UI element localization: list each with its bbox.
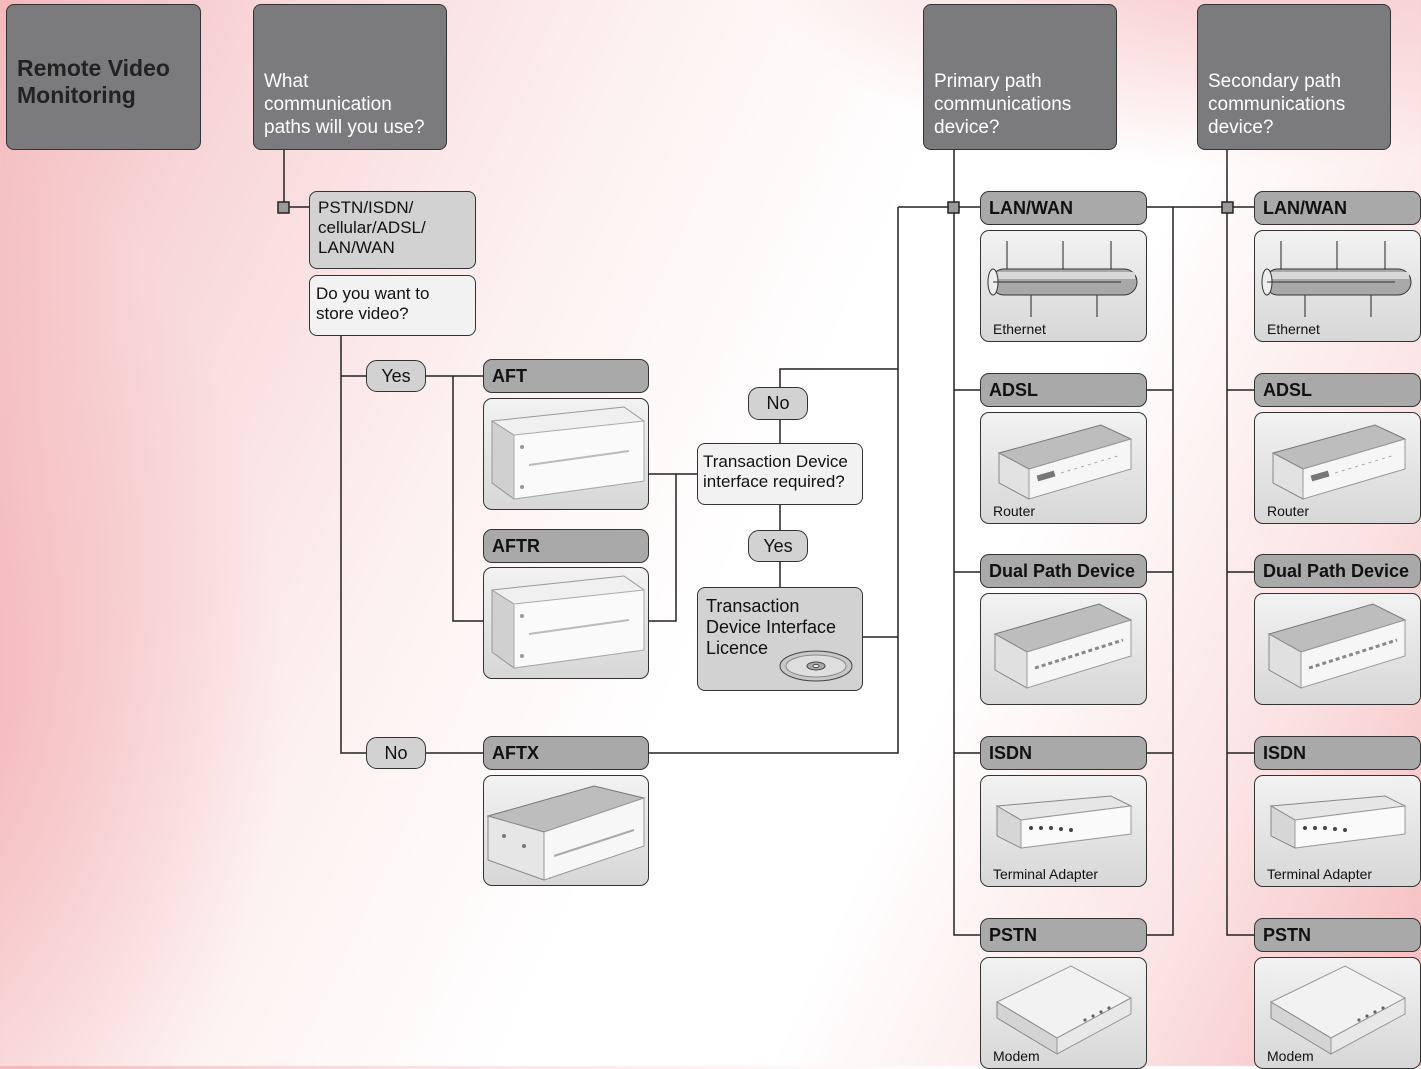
device-caption: Modem [993,1048,1040,1064]
transaction-no-text: No [766,393,790,413]
secondary-device-label-dual-path-device: Dual Path Device [1254,554,1421,588]
secondary-device-label-isdn: ISDN [1254,736,1421,770]
junction-node [1221,201,1234,214]
rack-unit-icon [491,575,645,669]
secondary-device-card-isdn: Terminal Adapter [1254,775,1421,887]
question-secondary-text: Secondary path communications device? [1208,71,1346,138]
primary-device-label-isdn: ISDN [980,736,1147,770]
secondary-device-label-pstn: PSTN [1254,918,1421,952]
secondary-device-label-adsl: ADSL [1254,373,1421,407]
secondary-device-card-adsl: Router [1254,412,1421,524]
device-label-text: ISDN [989,742,1033,763]
transaction-question-box: Transaction Device interface required? [697,443,863,505]
question-primary-box: Primary path communications device? [923,4,1117,150]
product-aftr-label: AFTR [483,529,649,563]
device-caption: Terminal Adapter [993,866,1099,882]
paths-option-text: PSTN/ISDN/ cellular/ADSL/ LAN/WAN [318,198,426,257]
primary-device-card-lan-wan: Ethernet [980,230,1147,342]
primary-device-card-dual-path-device [980,593,1147,705]
device-caption: Terminal Adapter [1267,866,1373,882]
primary-device-label-dual-path-device: Dual Path Device [980,554,1147,588]
store-question-box: Do you want to store video? [309,275,476,336]
device-caption: Router [993,503,1036,519]
product-aft-text: AFT [492,365,527,386]
device-label-text: PSTN [989,924,1038,945]
question-secondary-box: Secondary path communications device? [1197,4,1391,150]
junction-node [947,201,960,214]
transaction-yes-text: Yes [763,535,793,556]
device-label-text: PSTN [1263,924,1312,945]
primary-device-label-adsl: ADSL [980,373,1147,407]
secondary-device-card-dual-path-device [1254,593,1421,705]
transaction-yes-pill: Yes [748,530,808,562]
question-paths-text: What communication paths will you use? [264,71,425,138]
device-caption: Ethernet [993,321,1046,337]
page-title: Remote Video Monitoring [17,55,170,108]
question-paths-box: What communication paths will you use? [253,4,447,150]
rack-unit-icon [486,785,646,881]
question-primary-text: Primary path communications device? [934,71,1072,138]
junction-node [277,201,290,214]
paths-option-box: PSTN/ISDN/ cellular/ADSL/ LAN/WAN [309,191,476,269]
primary-device-card-pstn: Modem [980,957,1147,1069]
device-label-text: LAN/WAN [989,197,1073,218]
device-caption: Ethernet [1267,321,1320,337]
product-aftr-card [483,567,649,679]
device-label-text: ADSL [1263,379,1312,400]
device-label-text: Dual Path Device [1263,560,1410,581]
secondary-device-label-lan-wan: LAN/WAN [1254,191,1421,225]
store-no-text: No [384,742,408,763]
product-aftx-card [483,775,649,886]
store-yes-text: Yes [381,365,411,386]
primary-device-card-adsl: Router [980,412,1147,524]
device-label-text: LAN/WAN [1263,197,1347,218]
device-caption: Router [1267,503,1310,519]
primary-device-card-isdn: Terminal Adapter [980,775,1147,887]
primary-device-label-lan-wan: LAN/WAN [980,191,1147,225]
transaction-no-pill: No [748,387,808,420]
device-label-text: ADSL [989,379,1038,400]
primary-device-label-pstn: PSTN [980,918,1147,952]
transaction-question-text: Transaction Device interface required? [703,452,848,491]
store-no-pill: No [366,737,426,769]
transaction-licence-box: Transaction Device Interface Licence [697,587,863,691]
store-yes-pill: Yes [366,360,426,392]
store-question-text: Do you want to store video? [316,284,430,323]
product-aftr-text: AFTR [492,535,540,556]
product-aft-label: AFT [483,359,649,393]
cd-disc-icon [779,650,853,682]
product-aftx-text: AFTX [492,742,539,763]
secondary-device-card-lan-wan: Ethernet [1254,230,1421,342]
title-box: Remote Video Monitoring [6,4,201,150]
device-label-text: ISDN [1263,742,1307,763]
secondary-device-card-pstn: Modem [1254,957,1421,1069]
product-aftx-label: AFTX [483,736,649,770]
transaction-licence-text: Transaction Device Interface Licence [706,596,837,658]
device-caption: Modem [1267,1048,1314,1064]
rack-unit-icon [491,406,645,500]
product-aft-card [483,398,649,510]
device-label-text: Dual Path Device [989,560,1136,581]
